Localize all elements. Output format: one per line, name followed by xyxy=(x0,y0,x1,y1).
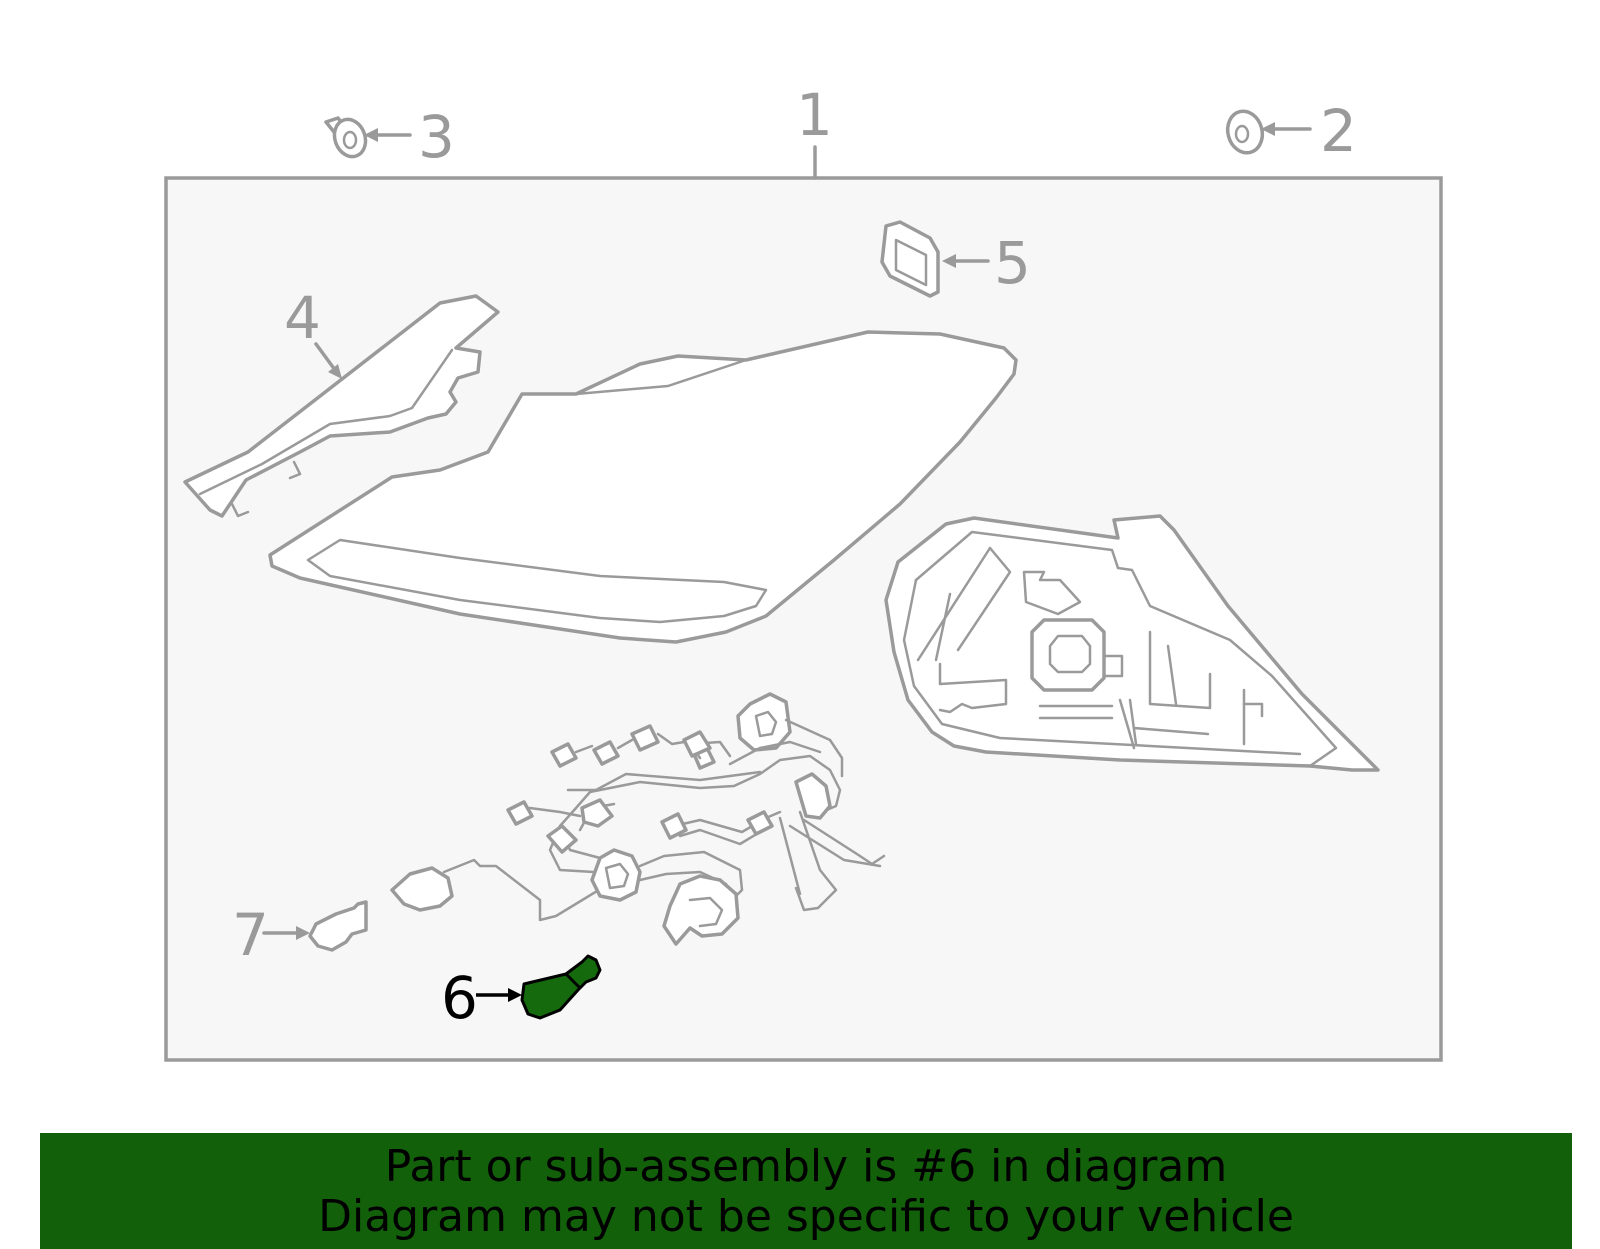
part-3-screw[interactable] xyxy=(324,115,412,161)
callout-7[interactable]: 7 xyxy=(232,901,269,969)
part-2-nut[interactable] xyxy=(1223,107,1312,156)
part-4-garnish[interactable] xyxy=(183,294,500,518)
part-5-gasket[interactable] xyxy=(880,220,990,298)
notice-banner: Part or sub-assembly is #6 in diagram Di… xyxy=(40,1133,1572,1249)
lens[interactable] xyxy=(268,330,1018,644)
banner-background xyxy=(40,1133,1572,1249)
callout-3[interactable]: 3 xyxy=(418,103,455,171)
callout-2[interactable]: 2 xyxy=(1320,97,1357,165)
part-7-bulb[interactable] xyxy=(262,900,368,952)
housing[interactable] xyxy=(884,514,1380,772)
callout-4[interactable]: 4 xyxy=(284,284,321,352)
callout-5[interactable]: 5 xyxy=(994,229,1031,297)
part-6-bulb-highlighted[interactable] xyxy=(476,954,602,1020)
banner-line-1: Part or sub-assembly is #6 in diagram xyxy=(384,1141,1228,1192)
callout-1[interactable]: 1 xyxy=(796,81,833,149)
wiring-harness[interactable] xyxy=(390,692,886,946)
banner-line-2: Diagram may not be specific to your vehi… xyxy=(318,1191,1294,1242)
callout-6[interactable]: 6 xyxy=(441,964,478,1032)
